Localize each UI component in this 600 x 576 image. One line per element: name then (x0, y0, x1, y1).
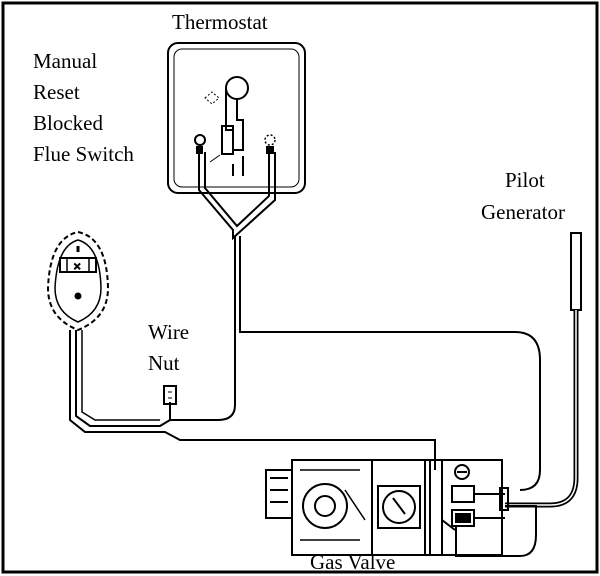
thermostat-wires (169, 152, 541, 491)
pilot-generator-shape (505, 232, 582, 508)
switch-label-line-1: Manual (33, 49, 98, 73)
gas-valve-body (265, 459, 537, 557)
wire-nut-shape (163, 385, 177, 405)
svg-text:✕: ✕ (73, 262, 81, 273)
wire-nut-label-line-2: Nut (148, 351, 180, 375)
switch-label-line-2: Reset (33, 80, 80, 104)
gas-valve-label: Gas Valve (310, 550, 396, 574)
pilot-label-line-1: Pilot (505, 168, 545, 192)
switch-label-line-4: Flue Switch (33, 142, 134, 166)
thermostat-label: Thermostat (172, 10, 268, 34)
thermostat-unit (167, 42, 306, 194)
pilot-label-line-2: Generator (481, 200, 565, 224)
switch-label-line-3: Blocked (33, 111, 103, 135)
wire-nut-label-line-1: Wire (148, 320, 190, 344)
flue-switch: ✕ (46, 230, 436, 470)
